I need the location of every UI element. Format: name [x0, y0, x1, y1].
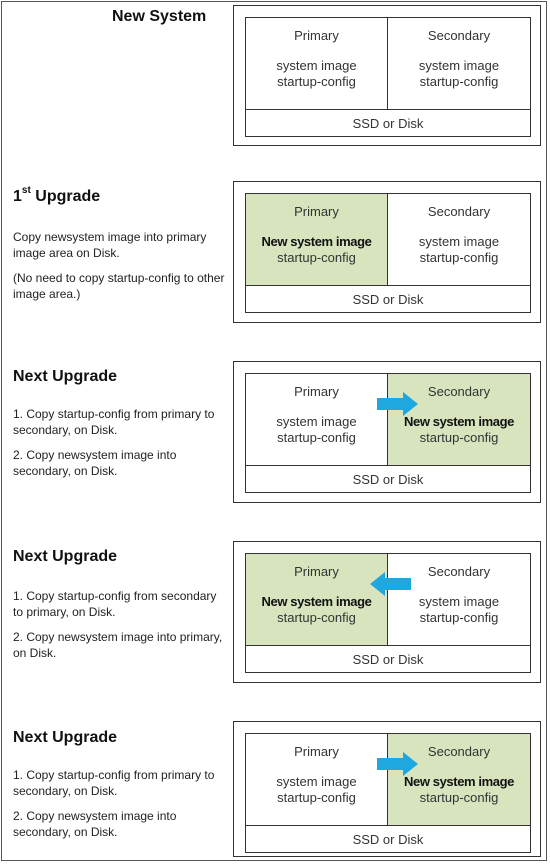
primary-label: Primary	[294, 744, 339, 759]
step-4-title: Next Upgrade	[13, 548, 118, 565]
disk-label: SSD or Disk	[246, 109, 530, 137]
secondary-slot: Secondary system image startup-config	[388, 194, 530, 285]
startup-config-label: startup-config	[277, 250, 356, 265]
state-box-5: Primary system image startup-config Seco…	[233, 721, 541, 857]
secondary-label: Secondary	[427, 204, 491, 219]
primary-label: Primary	[294, 28, 339, 43]
disk-label: SSD or Disk	[246, 465, 530, 493]
disk-layout: Primary system image startup-config Seco…	[245, 733, 531, 853]
primary-label: Primary	[294, 564, 339, 579]
primary-slot: Primary system image startup-config	[246, 734, 388, 825]
system-image-label: system image	[418, 234, 500, 249]
startup-config-label: startup-config	[419, 74, 499, 89]
arrow-right-icon	[377, 752, 418, 776]
step-2-title: 1st Upgrade	[13, 185, 101, 206]
system-image-label: system image	[418, 594, 500, 609]
system-image-label: system image	[276, 774, 357, 789]
secondary-slot: Secondary system image startup-config	[388, 18, 530, 109]
primary-label: Primary	[294, 204, 339, 219]
step-5-description: 1. Copy startup-config from primary to s…	[13, 767, 228, 849]
disk-layout: Primary system image startup-config Seco…	[245, 373, 531, 493]
secondary-label: Secondary	[427, 564, 491, 579]
system-image-label: system image	[276, 58, 357, 73]
system-image-label: system image	[276, 414, 357, 429]
primary-slot: Primary system image startup-config	[246, 374, 388, 465]
primary-slot: Primary system image startup-config	[246, 18, 388, 109]
startup-config-label: startup-config	[419, 430, 499, 445]
instruction-line: 2. Copy newsystem image into secondary, …	[13, 809, 177, 839]
state-box-4: Primary New system image startup-config …	[233, 541, 541, 683]
step-2-description: Copy newsystem image into primary image …	[13, 229, 228, 311]
secondary-slot: Secondary New system image startup-confi…	[388, 374, 530, 465]
step-5-title: Next Upgrade	[13, 729, 118, 746]
primary-slot: Primary New system image startup-config	[246, 194, 388, 285]
secondary-slot: Secondary system image startup-config	[388, 554, 530, 645]
ordinal-number: 1	[13, 188, 22, 205]
arrow-right-icon	[377, 392, 418, 416]
disk-layout: Primary system image startup-config Seco…	[245, 17, 531, 137]
instruction-line: 2. Copy newsystem image into secondary, …	[13, 448, 177, 478]
startup-config-label: startup-config	[277, 610, 356, 625]
startup-config-label: startup-config	[419, 610, 499, 625]
new-system-image-label: New system image	[261, 234, 372, 249]
secondary-label: Secondary	[427, 28, 491, 43]
startup-config-label: startup-config	[419, 250, 499, 265]
primary-label: Primary	[294, 384, 339, 399]
system-image-label: system image	[418, 58, 500, 73]
startup-config-label: startup-config	[277, 74, 356, 89]
disk-label: SSD or Disk	[246, 645, 530, 673]
arrow-left-icon	[370, 572, 411, 596]
instruction-line: 1. Copy startup-config from secondary to…	[13, 589, 217, 619]
step-3-description: 1. Copy startup-config from primary to s…	[13, 406, 228, 488]
step-1-title: New System	[112, 8, 207, 25]
disk-layout: Primary New system image startup-config …	[245, 553, 531, 673]
startup-config-label: startup-config	[277, 430, 356, 445]
step-3-title: Next Upgrade	[13, 368, 118, 385]
primary-slot: Primary New system image startup-config	[246, 554, 388, 645]
disk-label: SSD or Disk	[246, 825, 530, 853]
instruction-line: Copy newsystem image into primary image …	[13, 230, 207, 260]
new-system-image-label: New system image	[261, 594, 372, 609]
ordinal-suffix: st	[21, 185, 31, 196]
state-box-1: Primary system image startup-config Seco…	[233, 5, 541, 146]
step-2-title-text: Upgrade	[35, 188, 101, 205]
instruction-line: 2. Copy newsystem image into primary, on…	[13, 630, 223, 660]
instruction-line: 1. Copy startup-config from primary to s…	[13, 768, 215, 798]
state-box-2: Primary New system image startup-config …	[233, 181, 541, 323]
instruction-line: (No need to copy startup-config to other…	[13, 271, 225, 301]
disk-label: SSD or Disk	[246, 285, 530, 313]
step-4-description: 1. Copy startup-config from secondary to…	[13, 588, 228, 670]
instruction-line: 1. Copy startup-config from primary to s…	[13, 407, 215, 437]
secondary-label: Secondary	[427, 384, 491, 399]
startup-config-label: startup-config	[419, 790, 499, 805]
secondary-label: Secondary	[427, 744, 491, 759]
state-box-3: Primary system image startup-config Seco…	[233, 361, 541, 503]
new-system-image-label: New system image	[404, 774, 514, 789]
startup-config-label: startup-config	[277, 790, 356, 805]
disk-layout: Primary New system image startup-config …	[245, 193, 531, 313]
new-system-image-label: New system image	[404, 414, 514, 429]
secondary-slot: Secondary New system image startup-confi…	[388, 734, 530, 825]
